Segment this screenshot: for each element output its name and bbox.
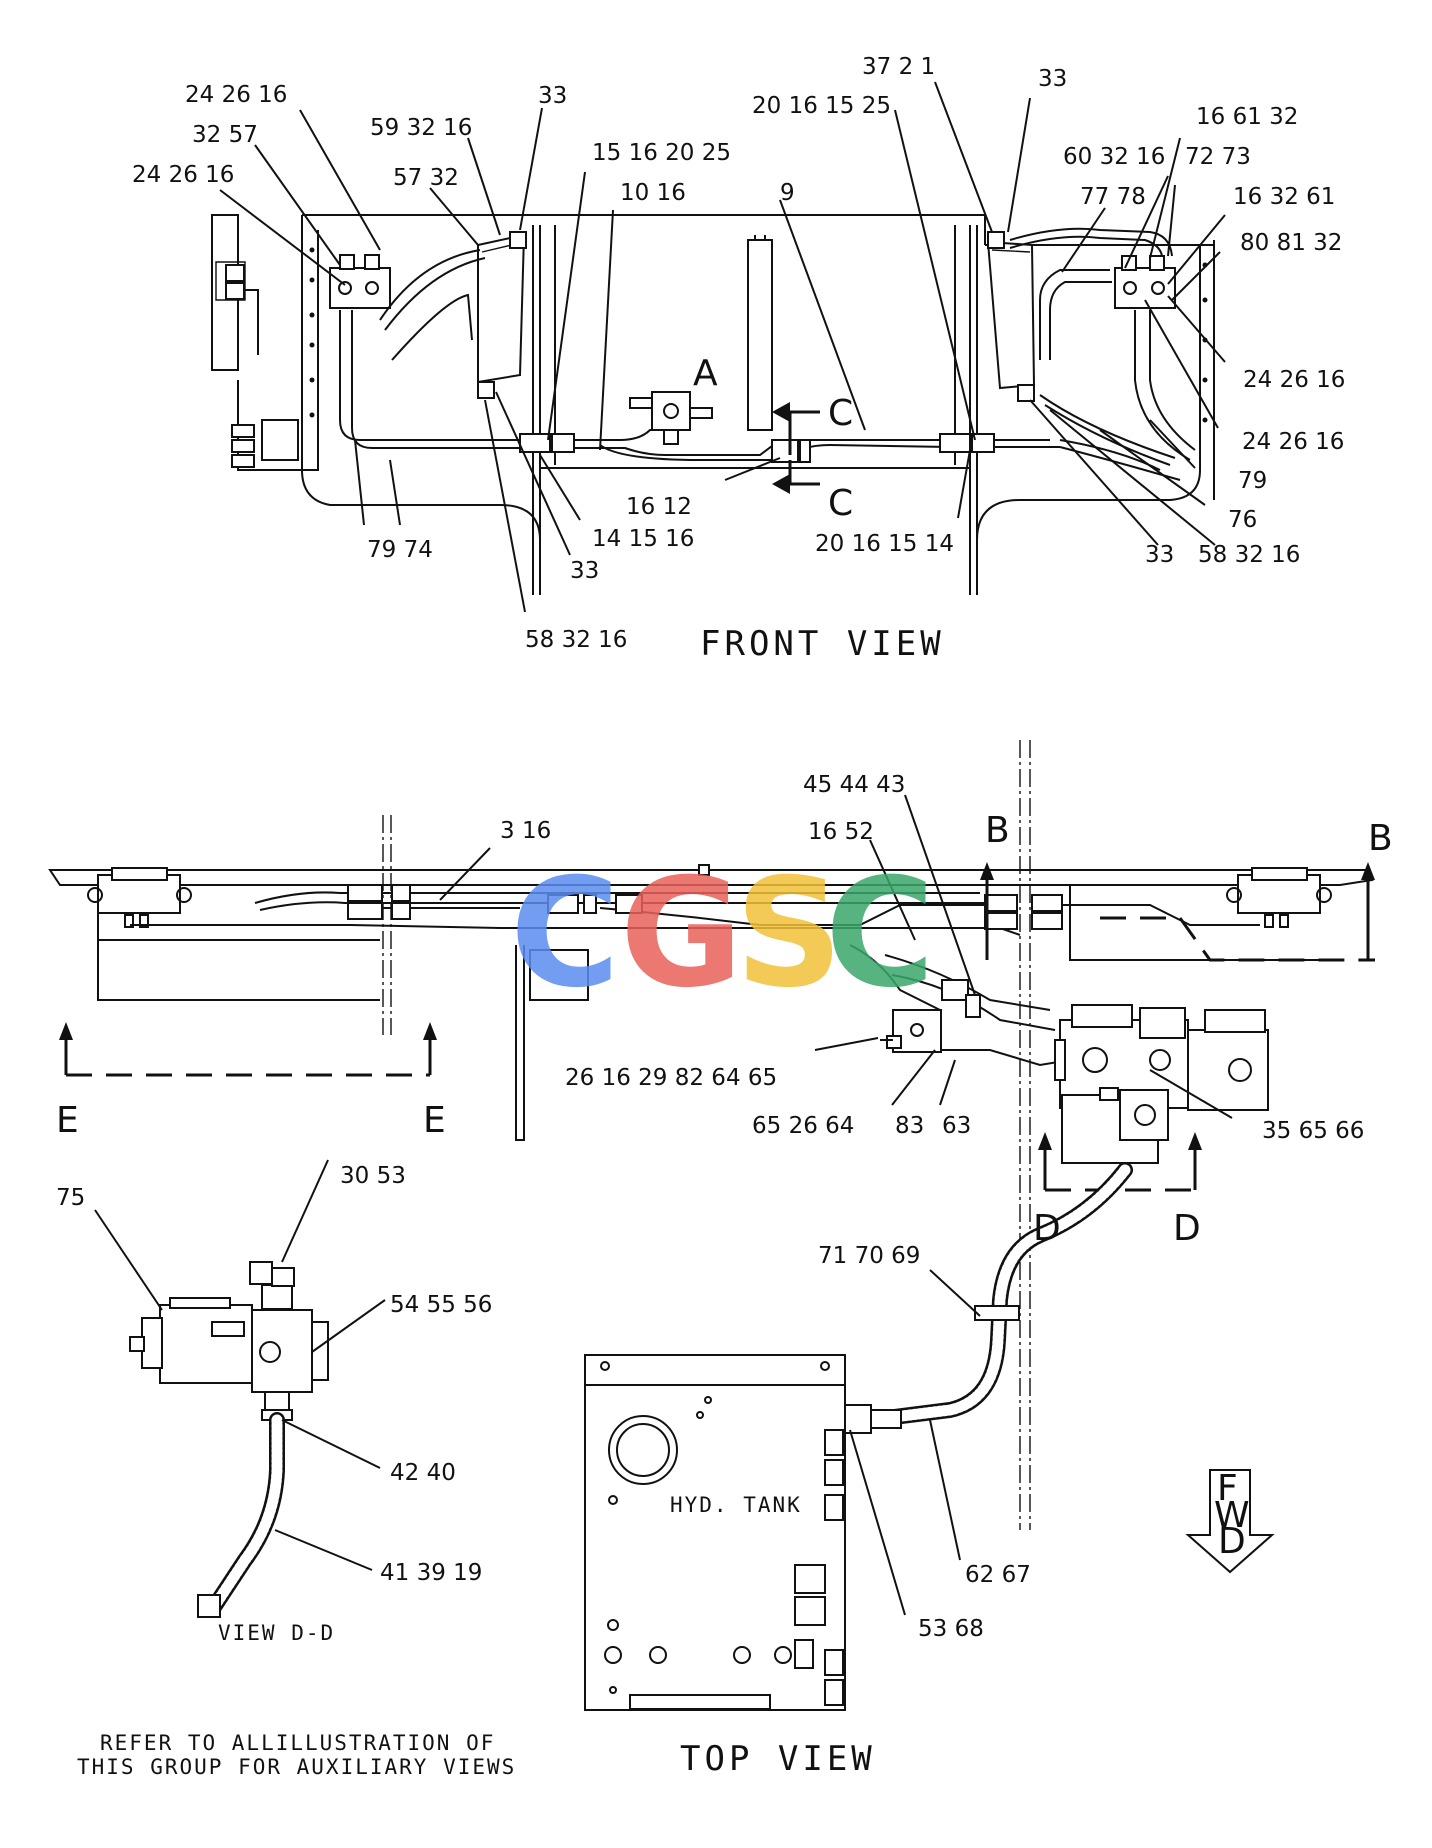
- callout: 45 44 43: [803, 772, 905, 798]
- hydraulic-tank-label: HYD. TANK: [670, 1493, 802, 1517]
- callout: 24 26 16: [132, 162, 234, 188]
- watermark-letter-g: G: [620, 847, 743, 1021]
- callout: 33: [1145, 542, 1174, 568]
- top-view-graphics: [48, 740, 1375, 1711]
- section-label-b-right: B: [1368, 818, 1393, 859]
- callout: 16 61 32: [1196, 104, 1298, 130]
- callout: 57 32: [393, 165, 459, 191]
- top-view-labels: 3 16 45 44 43 16 52 B B 26 16 29 82 64 6…: [56, 772, 1393, 1779]
- watermark-letter-c2: C: [825, 847, 935, 1021]
- callout: 60 32 16: [1063, 144, 1165, 170]
- top-view-title: TOP VIEW: [680, 1739, 876, 1779]
- front-view-graphics: [211, 214, 1215, 595]
- callout: 79: [1238, 468, 1267, 494]
- callout: 16 32 61: [1233, 184, 1335, 210]
- callout: 72 73: [1185, 144, 1251, 170]
- callout: 58 32 16: [525, 627, 627, 653]
- section-label-c-top: C: [828, 393, 853, 434]
- leader-lines: [94, 81, 1233, 1616]
- callout: 80 81 32: [1240, 230, 1342, 256]
- watermark: C G S C: [510, 847, 935, 1021]
- callout: 15 16 20 25: [592, 140, 731, 166]
- section-label-d-left: D: [1033, 1208, 1061, 1249]
- fwd-letter-d: D: [1218, 1521, 1246, 1562]
- callout: 14 15 16: [592, 526, 694, 552]
- callout: 41 39 19: [380, 1560, 482, 1586]
- fwd-letter-f: F: [1217, 1468, 1238, 1509]
- note-line-2: THIS GROUP FOR AUXILIARY VIEWS: [77, 1755, 516, 1779]
- view-dd-graphics: [129, 1261, 329, 1618]
- section-label-a: A: [693, 353, 718, 394]
- view-dd-labels: 30 53 75 54 55 56 42 40 41 39 19 VIEW D-…: [56, 1163, 516, 1779]
- note-line-1: REFER TO ALLILLUSTRATION OF: [100, 1731, 495, 1755]
- callout: 54 55 56: [390, 1292, 492, 1318]
- callout: 24 26 16: [1242, 429, 1344, 455]
- callout: 33: [1038, 66, 1067, 92]
- callout: 42 40: [390, 1460, 456, 1486]
- callout: 30 53: [340, 1163, 406, 1189]
- callout: 83: [895, 1113, 924, 1139]
- callout: 59 32 16: [370, 115, 472, 141]
- fwd-letter-w: W: [1214, 1495, 1250, 1536]
- view-dd-title: VIEW D-D: [218, 1621, 335, 1645]
- callout: 24 26 16: [1243, 367, 1345, 393]
- callout: 62 67: [965, 1562, 1031, 1588]
- callout: 58 32 16: [1198, 542, 1300, 568]
- callout: 37 2 1: [862, 54, 935, 80]
- section-label-b-left: B: [985, 810, 1010, 851]
- watermark-letter-c1: C: [510, 847, 620, 1021]
- section-label-e-right: E: [423, 1100, 446, 1141]
- callout: 33: [570, 558, 599, 584]
- callout: 20 16 15 25: [752, 93, 891, 119]
- section-label-c-bottom: C: [828, 483, 853, 524]
- callout: 26 16 29 82 64 65: [565, 1065, 777, 1091]
- callout: 9: [780, 180, 795, 206]
- callout: 33: [538, 83, 567, 109]
- callout: 77 78: [1080, 184, 1146, 210]
- callout: 10 16: [620, 180, 686, 206]
- callout: 71 70 69: [818, 1243, 920, 1269]
- callout: 65 26 64: [752, 1113, 854, 1139]
- callout: 24 26 16: [185, 82, 287, 108]
- callout: 63: [942, 1113, 971, 1139]
- callout: 32 57: [192, 122, 258, 148]
- front-view-labels: 24 26 16 32 57 24 26 16 59 32 16 57 32 3…: [132, 54, 1345, 664]
- callout: 16 12: [626, 494, 692, 520]
- callout: 76: [1228, 507, 1257, 533]
- callout: 20 16 15 14: [815, 531, 954, 557]
- callout: 79 74: [367, 537, 433, 563]
- callout: 35 65 66: [1262, 1118, 1364, 1144]
- watermark-letter-s: S: [735, 847, 843, 1021]
- callout: 3 16: [500, 818, 551, 844]
- callout: 75: [56, 1185, 85, 1211]
- front-view-title: FRONT VIEW: [700, 624, 945, 664]
- section-label-e-left: E: [56, 1100, 79, 1141]
- callout: 16 52: [808, 819, 874, 845]
- callout: 53 68: [918, 1616, 984, 1642]
- section-label-d-right: D: [1173, 1208, 1201, 1249]
